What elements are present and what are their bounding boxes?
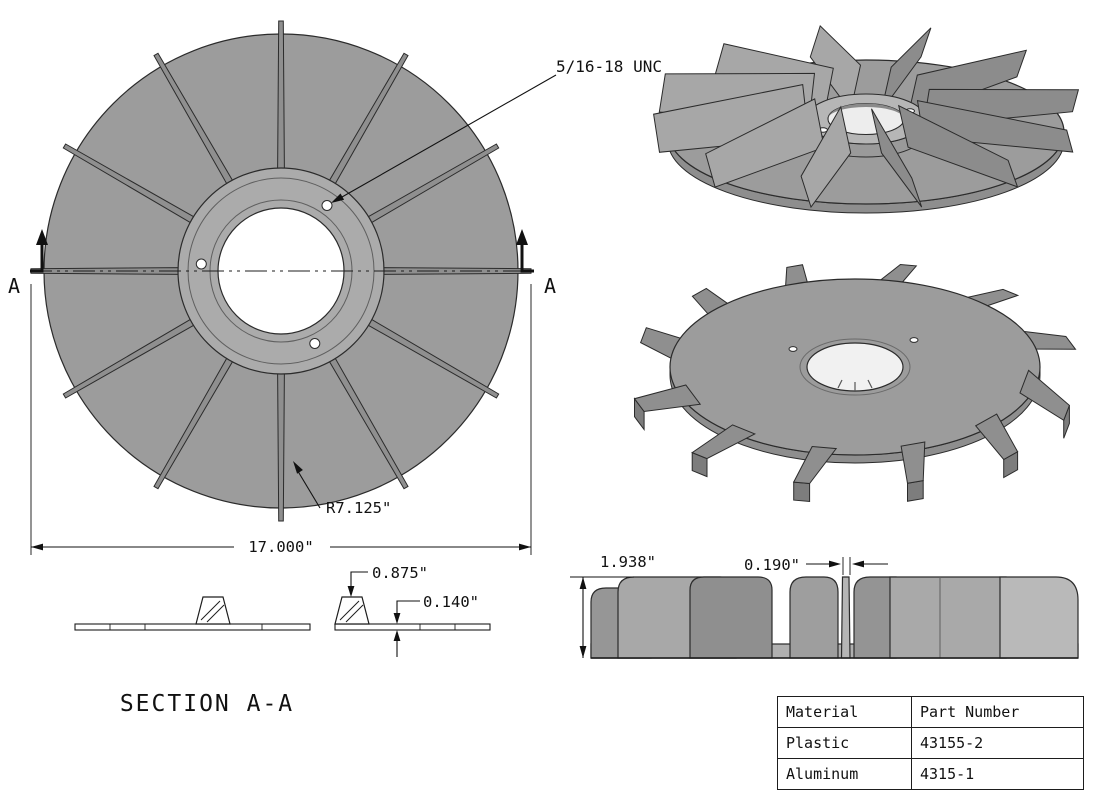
radius-dim-text: R7.125" bbox=[326, 499, 391, 517]
table-row: Aluminum 4315-1 bbox=[778, 758, 1083, 789]
fan-blade bbox=[30, 267, 182, 275]
center-blade-edge bbox=[840, 576, 851, 659]
bore-chamfer-ring bbox=[799, 338, 911, 396]
hatch-line bbox=[339, 600, 360, 621]
section-arrow-left: A bbox=[8, 229, 48, 298]
hatch-line bbox=[345, 604, 364, 623]
dim-arrowhead bbox=[393, 630, 401, 641]
iso-fin-side bbox=[907, 480, 924, 502]
dim-arrowhead bbox=[579, 577, 587, 589]
dim-arrowhead bbox=[31, 543, 43, 551]
hatch-line bbox=[200, 600, 221, 621]
bolt-hole bbox=[195, 258, 207, 270]
section-marker-a-left: A bbox=[8, 274, 20, 298]
leader-line bbox=[341, 74, 557, 198]
bolt-hole bbox=[321, 200, 333, 211]
iso-fan-blade bbox=[800, 105, 852, 209]
section-marker-a-right: A bbox=[544, 274, 556, 298]
blade-width-dimension: 0.190" bbox=[744, 556, 888, 575]
dim-arrowhead bbox=[393, 613, 401, 624]
section-arrowhead bbox=[36, 229, 48, 245]
iso-blades-front bbox=[653, 84, 1074, 209]
diameter-dimension: 17.000" bbox=[30, 284, 532, 556]
iso-fan-blade bbox=[880, 27, 932, 112]
leader-arrowhead bbox=[331, 193, 345, 203]
iso-bottom-view bbox=[633, 263, 1077, 503]
dim-arrowhead bbox=[852, 560, 864, 568]
parts-table: Material Part Number Plastic 43155-2 Alu… bbox=[777, 696, 1084, 790]
bore-detail-line bbox=[837, 379, 843, 389]
dim-arrowhead bbox=[519, 543, 531, 551]
table-cell-part-number: 4315-1 bbox=[911, 759, 1083, 789]
iso-fin-side bbox=[793, 481, 811, 503]
iso-fan-fin bbox=[633, 384, 702, 413]
dim-text-mask bbox=[234, 536, 330, 556]
leader-arrowhead bbox=[293, 461, 303, 474]
bore-detail-line bbox=[867, 379, 873, 389]
table-row: Plastic 43155-2 bbox=[778, 727, 1083, 758]
thread-callout: 5/16-18 UNC bbox=[331, 57, 662, 203]
dim-arrowhead bbox=[579, 646, 587, 658]
iso-fan-fin bbox=[1019, 369, 1070, 422]
blade-height-dimension: 0.875" bbox=[347, 564, 428, 597]
table-header-material: Material bbox=[786, 703, 859, 721]
blade-height-dim-text: 0.875" bbox=[372, 564, 428, 582]
fan-blade bbox=[277, 370, 285, 522]
thread-callout-text: 5/16-18 UNC bbox=[556, 57, 662, 76]
bolt-hole bbox=[309, 338, 321, 349]
iso-fan-blade bbox=[897, 104, 1019, 188]
plate-thickness-dim-text: 0.140" bbox=[423, 593, 479, 611]
section-view bbox=[74, 596, 491, 631]
section-arrow-right: A bbox=[516, 229, 556, 298]
bolt-hole bbox=[788, 346, 798, 352]
iso-fan-fin bbox=[691, 424, 756, 460]
iso-fan-fin bbox=[792, 445, 838, 485]
plate-thickness-dimension: 0.140" bbox=[393, 593, 479, 657]
table-header-row: Material Part Number bbox=[778, 697, 1083, 727]
overall-height-dimension: 1.938" bbox=[570, 553, 656, 658]
section-label: SECTION A-A bbox=[120, 691, 294, 717]
iso-fan-blade bbox=[705, 98, 825, 188]
leader-line bbox=[295, 467, 321, 509]
radius-callout: R7.125" bbox=[293, 461, 391, 517]
blade-section-profile bbox=[334, 596, 370, 625]
table-header-part-number: Part Number bbox=[911, 697, 1083, 727]
section-plate bbox=[74, 623, 311, 631]
diameter-dim-text: 17.000" bbox=[248, 538, 313, 556]
blade-silhouette bbox=[999, 576, 1079, 659]
blade-silhouette bbox=[689, 576, 773, 659]
table-cell-material: Plastic bbox=[786, 734, 850, 752]
iso-fins-front bbox=[633, 369, 1070, 503]
section-plate bbox=[334, 623, 491, 631]
iso-fan-fin bbox=[974, 413, 1019, 461]
blade-section-profile bbox=[195, 596, 231, 625]
blade-width-dim-text: 0.190" bbox=[744, 556, 800, 574]
blade-silhouette bbox=[789, 576, 839, 659]
iso-fan-fin bbox=[900, 441, 926, 484]
section-arrowhead bbox=[516, 229, 528, 245]
blade-silhouette bbox=[889, 576, 1007, 659]
iso-top-view bbox=[653, 24, 1080, 214]
blade-silhouette bbox=[853, 576, 897, 659]
dim-arrowhead bbox=[829, 560, 841, 568]
table-cell-part-number: 43155-2 bbox=[911, 728, 1083, 758]
overall-height-dim-text: 1.938" bbox=[600, 553, 656, 571]
hatch-line bbox=[206, 604, 225, 623]
front-view bbox=[30, 20, 534, 522]
iso-fan-blade bbox=[871, 108, 923, 208]
table-cell-material: Aluminum bbox=[786, 765, 859, 783]
side-view bbox=[590, 576, 1079, 659]
bore-shadow bbox=[828, 103, 904, 119]
bolt-hole bbox=[909, 337, 919, 343]
fan-blade bbox=[277, 20, 285, 172]
dim-arrowhead bbox=[347, 586, 355, 597]
